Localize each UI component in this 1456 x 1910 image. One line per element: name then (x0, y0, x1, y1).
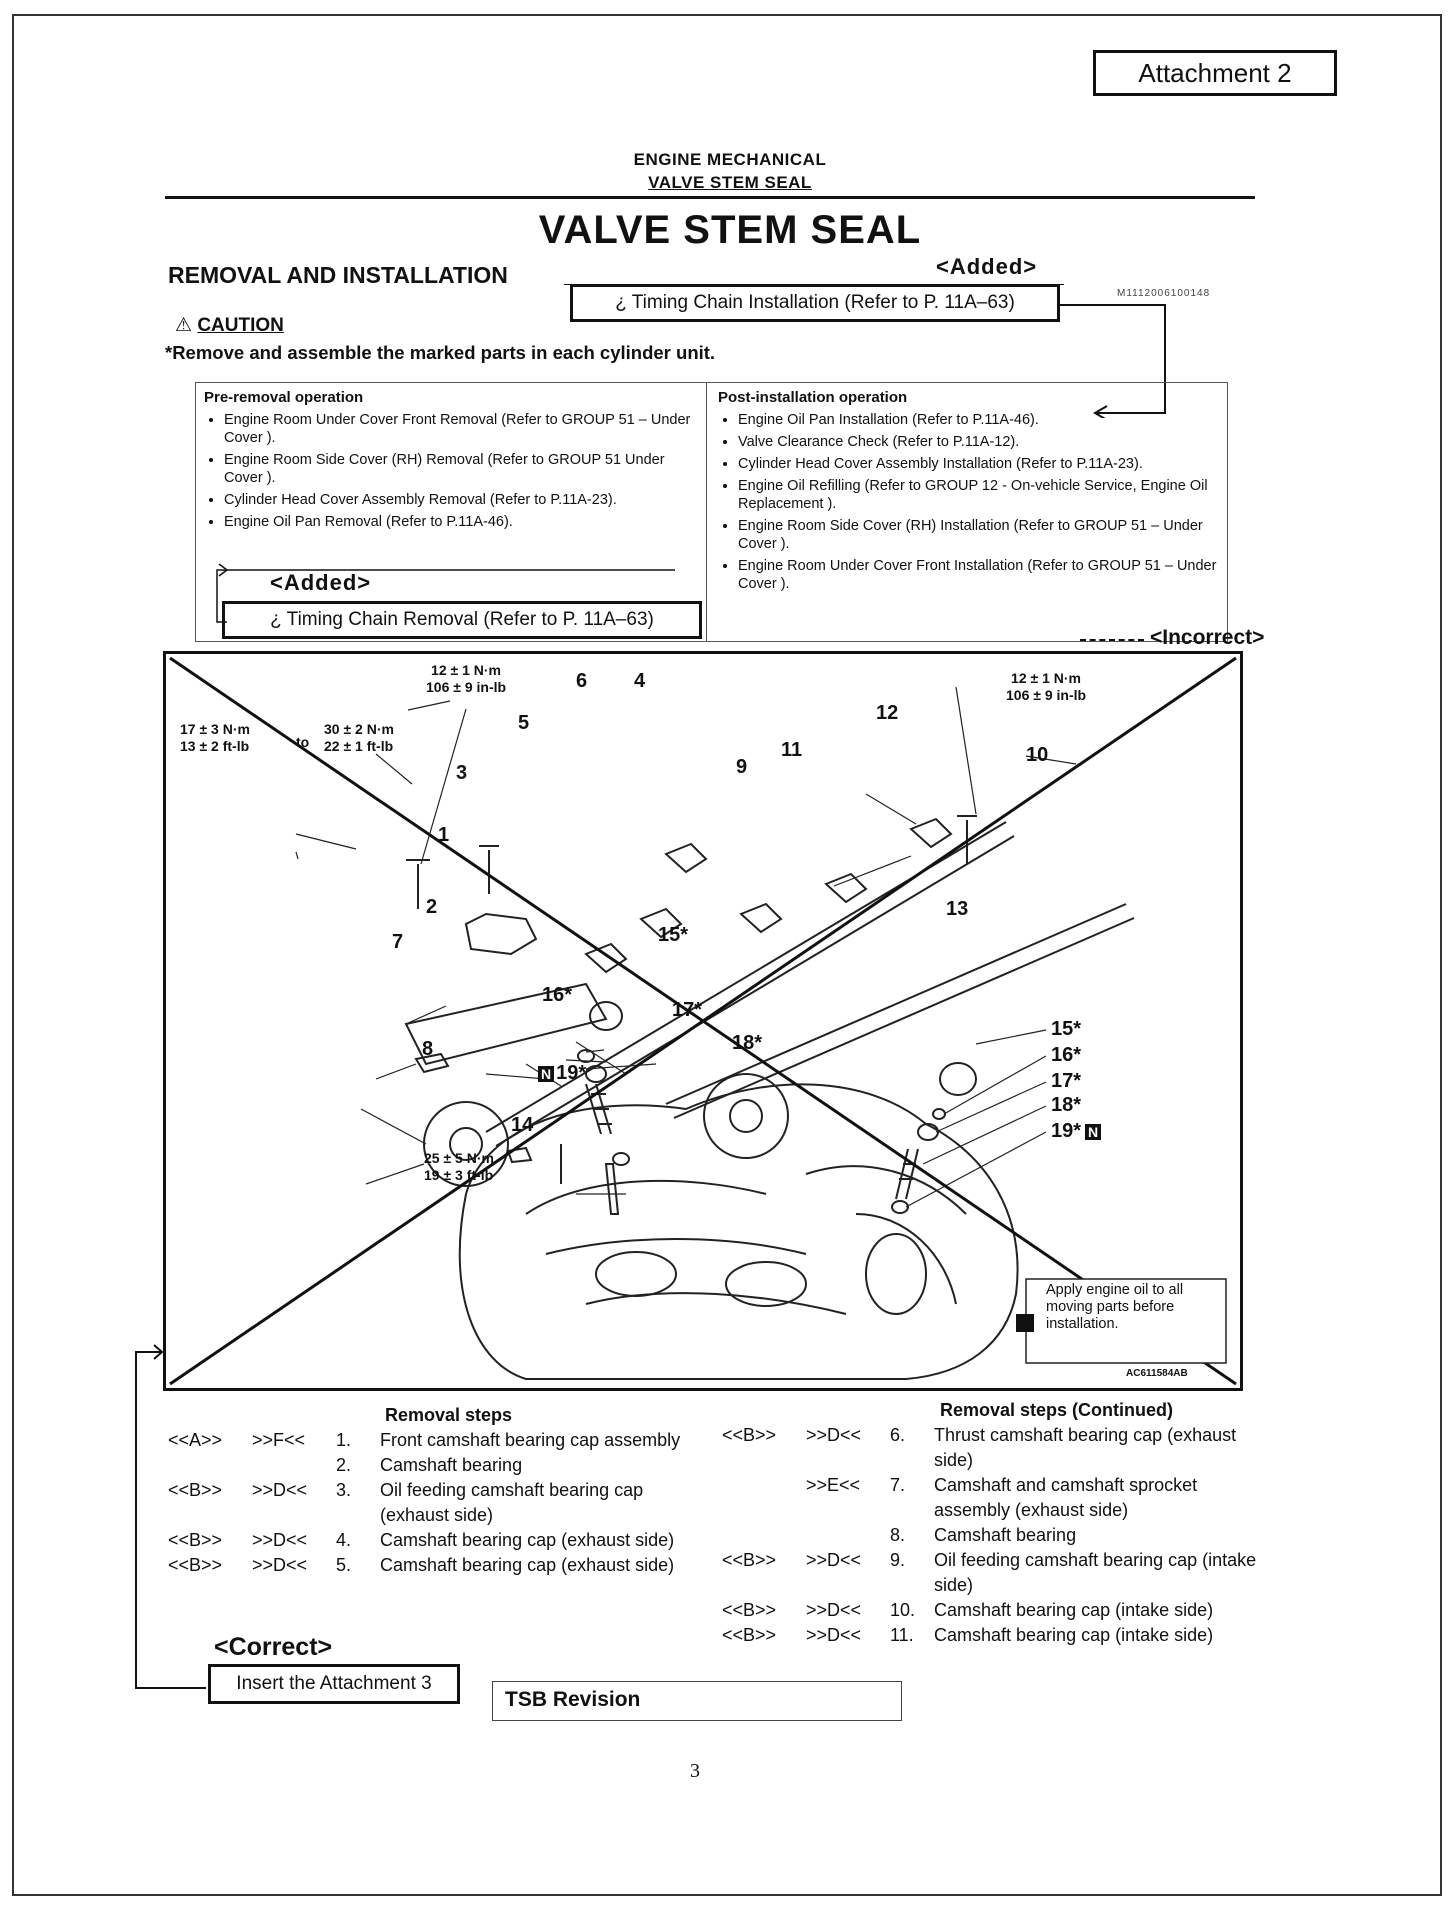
post-installation-column: Post-installation operation Engine Oil P… (718, 389, 1218, 597)
list-item: Engine Room Under Cover Front Removal (R… (224, 411, 699, 447)
callout-18-intake: 18* (732, 1032, 763, 1054)
callout-14: 14 (511, 1114, 534, 1136)
incorrect-label: <Incorrect> (1150, 626, 1265, 649)
engine-exploded-diagram (169, 656, 1237, 1386)
callout-1: 1 (438, 824, 450, 846)
caution-label: CAUTION (197, 315, 284, 336)
section-subtitle: REMOVAL AND INSTALLATION (168, 262, 508, 288)
list-item: Engine Room Side Cover (RH) Removal (Ref… (224, 451, 699, 487)
list-item: Engine Oil Pan Removal (Refer to P.11A-4… (224, 513, 699, 531)
callout-12: 12 (876, 702, 899, 724)
callout-18-exhaust: 18* (1051, 1094, 1082, 1116)
page-number: 3 (690, 1760, 700, 1782)
added-label-bottom: <Added> (270, 570, 372, 595)
doc-code: M1112006100148 (1117, 288, 1211, 299)
callout-16-exhaust: 16* (1051, 1044, 1082, 1066)
added-note-top: ¿ Timing Chain Installation (Refer to P.… (570, 284, 1060, 322)
page-title: VALVE STEM SEAL (538, 208, 922, 252)
post-installation-heading: Post-installation operation (718, 389, 908, 406)
added-connector-top (1060, 304, 1166, 418)
operations-box: Pre-removal operation Engine Room Under … (195, 382, 1228, 642)
callout-9: 9 (736, 756, 748, 778)
torque-to-word: to (296, 734, 310, 750)
callout-15-exhaust: 15* (1051, 1018, 1082, 1040)
list-item: Valve Clearance Check (Refer to P.11A-12… (738, 433, 1218, 451)
step-row: <<B>>>>D<<11.Camshaft bearing cap (intak… (722, 1625, 1214, 1645)
warning-icon: ⚠ (175, 315, 193, 336)
callout-17-exhaust: 17* (1051, 1070, 1082, 1092)
removal-steps-heading: Removal steps (385, 1405, 513, 1425)
caution-heading: ⚠ CAUTION (175, 314, 284, 337)
list-item: Engine Oil Refilling (Refer to GROUP 12 … (738, 477, 1218, 513)
callout-11: 11 (781, 739, 803, 761)
tsb-revision: TSB Revision (492, 1681, 902, 1721)
list-item: Engine Oil Pan Installation (Refer to P.… (738, 411, 1218, 429)
removal-steps-list: <<A>>>>F<<1.Front camshaft bearing cap a… (168, 1428, 688, 1578)
step-row: 8.Camshaft bearing (890, 1525, 1077, 1545)
step-row: <<B>>>>D<<3.Oil feeding camshaft bearing… (168, 1480, 644, 1525)
figure-code: AC611584AB (1126, 1368, 1188, 1379)
step-row: <<A>>>>F<<1.Front camshaft bearing cap a… (168, 1430, 681, 1450)
removal-steps-continued-list: <<B>>>>D<<6.Thrust camshaft bearing cap … (722, 1423, 1262, 1648)
oil-note: Apply engine oil to all moving parts bef… (1046, 1282, 1184, 1332)
insert-note: Insert the Attachment 3 (208, 1664, 460, 1704)
header-rule (165, 196, 1255, 199)
column-divider (706, 383, 707, 641)
callout-15-intake: 15* (658, 924, 689, 946)
list-item: Engine Room Under Cover Front Installati… (738, 557, 1218, 593)
callout-4: 4 (634, 670, 646, 692)
step-row: <<B>>>>D<<6.Thrust camshaft bearing cap … (722, 1425, 1237, 1470)
callout-2: 2 (426, 896, 438, 918)
callout-5: 5 (518, 712, 530, 734)
added-note-bottom: ¿ Timing Chain Removal (Refer to P. 11A–… (222, 601, 702, 639)
list-item: Engine Room Side Cover (RH) Installation… (738, 517, 1218, 553)
list-item: Cylinder Head Cover Assembly Installatio… (738, 455, 1218, 473)
new-part-n-icon: N (538, 1066, 555, 1082)
callout-8: 8 (422, 1038, 434, 1060)
attachment-label: Attachment 2 (1093, 50, 1337, 96)
new-part-n-icon: N (1085, 1124, 1102, 1140)
step-row: <<B>>>>D<<10.Camshaft bearing cap (intak… (722, 1600, 1214, 1620)
pre-removal-heading: Pre-removal operation (204, 389, 364, 406)
step-row: 2.Camshaft bearing (336, 1455, 523, 1475)
callout-3: 3 (456, 762, 468, 784)
step-row: <<B>>>>D<<9.Oil feeding camshaft bearing… (722, 1550, 1257, 1595)
callout-16-intake: 16* (542, 984, 573, 1006)
step-row: <<B>>>>D<<4.Camshaft bearing cap (exhaus… (168, 1530, 675, 1550)
section-header: ENGINE MECHANICAL (633, 150, 827, 169)
pre-removal-column: Pre-removal operation Engine Room Under … (204, 389, 699, 535)
callout-7: 7 (392, 931, 404, 953)
subsection-header: VALVE STEM SEAL (648, 173, 812, 192)
list-item: Cylinder Head Cover Assembly Removal (Re… (224, 491, 699, 509)
incorrect-leader (1080, 639, 1144, 641)
correct-label: <Correct> (214, 1633, 333, 1661)
callout-6: 6 (576, 670, 588, 692)
added-label-top: <Added> (936, 254, 1038, 279)
callout-13: 13 (946, 898, 969, 920)
callout-10: 10 (1026, 744, 1049, 766)
step-row: <<B>>>>D<<5.Camshaft bearing cap (exhaus… (168, 1555, 675, 1575)
correct-connector (135, 1344, 206, 1689)
removal-steps-continued-heading: Removal steps (Continued) (940, 1400, 1174, 1420)
caution-text: *Remove and assemble the marked parts in… (165, 342, 716, 363)
callout-17-intake: 17* (672, 999, 703, 1021)
page-border (12, 14, 1442, 1896)
callout-19-exhaust: 19*N (1051, 1120, 1102, 1143)
step-row: >>E<<7.Camshaft and camshaft sprocket as… (806, 1475, 1198, 1520)
